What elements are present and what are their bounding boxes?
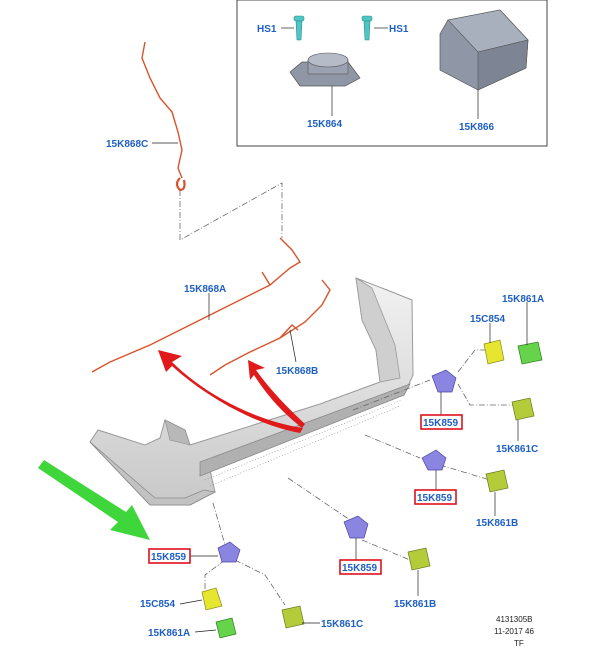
sensor-15k859-3: [343, 515, 369, 539]
grommets: [215, 341, 543, 639]
harness-15k868c: [141, 41, 183, 179]
green-arrow: [38, 460, 150, 540]
label-15k868c: 15K868C: [106, 139, 148, 150]
leader-lines: [179, 182, 515, 606]
bezels: [281, 397, 535, 629]
inset-frame: [236, 0, 548, 147]
reference-date: 11-2017 46: [494, 627, 534, 636]
label-15k859-1: 15K859: [423, 418, 458, 429]
label-15k864: 15K864: [307, 119, 342, 130]
label-15k861c-right: 15K861C: [496, 444, 538, 455]
speaker-15k864: [289, 52, 361, 87]
label-15k861b-right: 15K861B: [476, 518, 518, 529]
label-15k868b: 15K868B: [276, 366, 318, 377]
sensors: [217, 369, 457, 563]
reference-code: TF: [514, 639, 524, 648]
sensor-15k859-2: [421, 449, 447, 471]
label-15k861c-bottom: 15K861C: [321, 619, 363, 630]
label-15k859-4: 15K859: [151, 552, 186, 563]
harness-15k868b: [209, 279, 331, 376]
label-15k866: 15K866: [459, 122, 494, 133]
label-15k868a: 15K868A: [184, 284, 226, 295]
screw-hs1-left: [293, 15, 305, 41]
highlight-15k859-4: [148, 548, 191, 564]
rear-bumper: [89, 277, 414, 506]
highlight-boxes: [148, 414, 463, 575]
harness-15k868a: [91, 237, 301, 373]
wire-harnesses: [91, 41, 331, 376]
bezel-15k861c-right: [511, 397, 535, 421]
grommet-15k861a-top: [517, 341, 543, 365]
screw-hs1-right: [361, 15, 373, 41]
red-arrows: [158, 350, 305, 433]
bezel-15k861b-right: [485, 469, 509, 493]
label-15c854-top: 15C854: [470, 314, 505, 325]
reference-number: 4131305B: [496, 615, 532, 624]
clip-15c854-top: [483, 339, 505, 365]
label-15k861b-bottom: 15K861B: [394, 599, 436, 610]
label-15k859-2: 15K859: [417, 493, 452, 504]
clip-15c854-bottom: [201, 587, 223, 611]
label-15k861a-top: 15K861A: [502, 294, 544, 305]
label-hs1-left: HS1: [257, 24, 277, 35]
sensor-15k859-1: [431, 369, 457, 393]
grommet-15k861a-bottom: [215, 617, 237, 639]
highlight-15k859-2: [414, 489, 457, 505]
clips: [201, 339, 505, 611]
highlight-15k859-1: [420, 414, 463, 430]
bezel-15k861c-bottom: [281, 605, 305, 629]
label-15k859-3: 15K859: [342, 563, 377, 574]
module-15k866: [439, 9, 529, 91]
label-leaders: [152, 27, 528, 633]
label-hs1-right: HS1: [389, 24, 409, 35]
bezel-15k861b-bottom: [407, 547, 431, 571]
label-15c854-bottom: 15C854: [140, 599, 175, 610]
sensor-15k859-4: [217, 541, 241, 563]
highlight-15k859-3: [339, 559, 382, 575]
label-15k861a-bottom: 15K861A: [148, 628, 190, 639]
